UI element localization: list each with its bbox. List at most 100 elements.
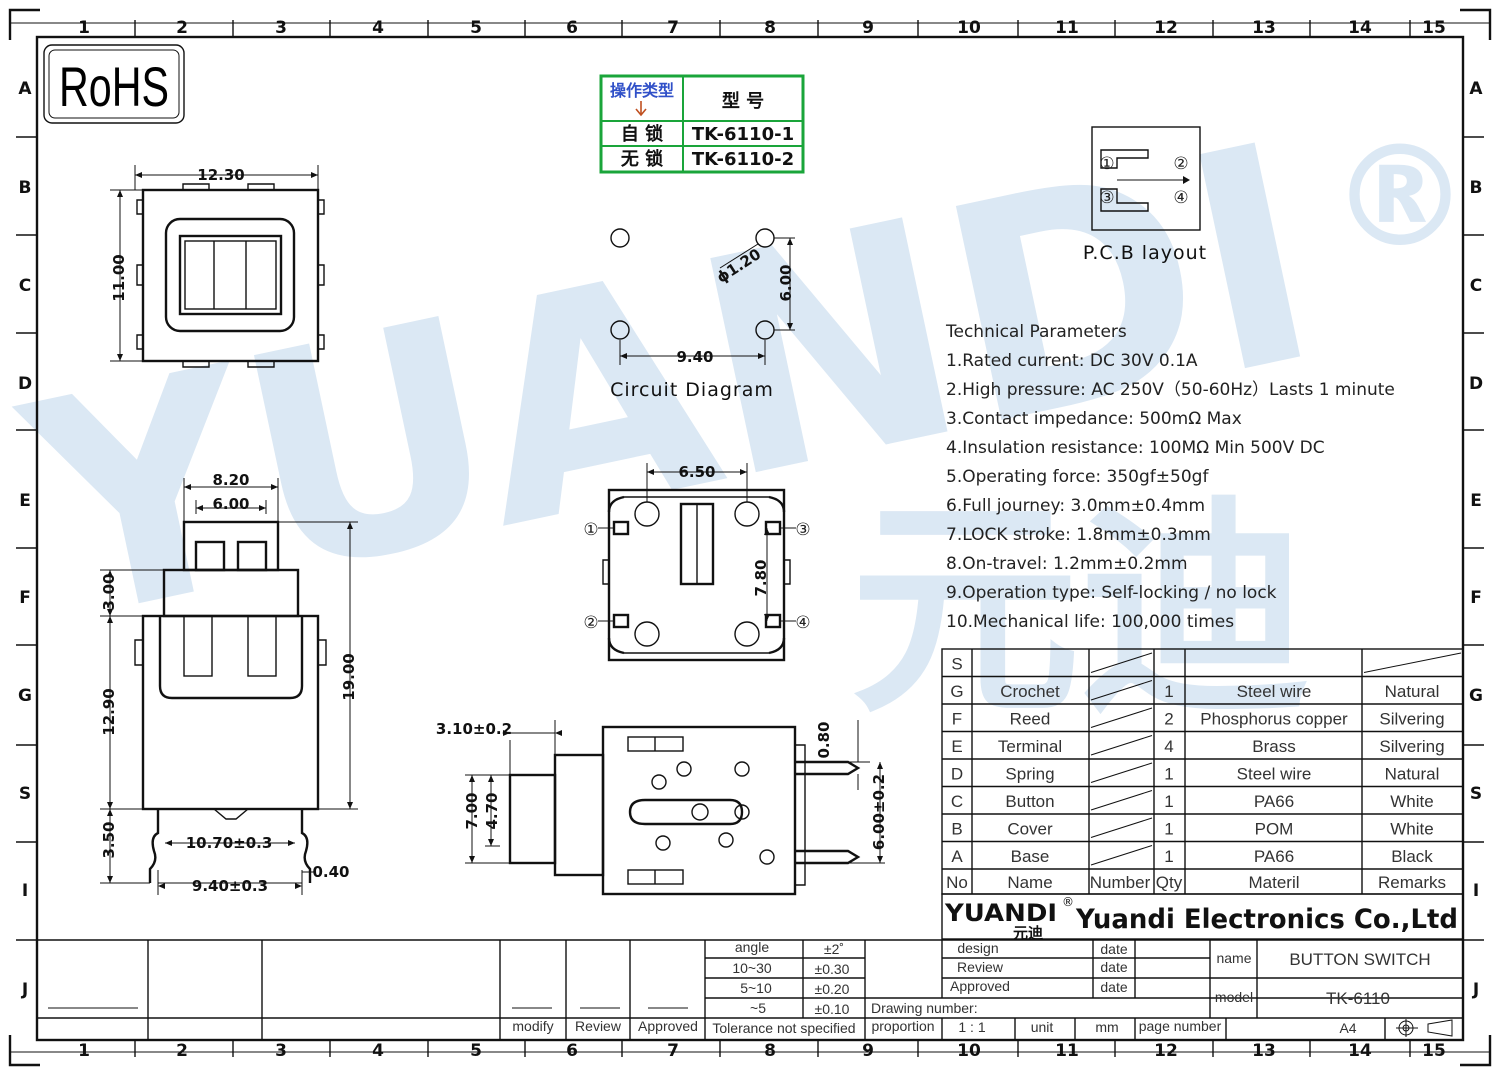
bom-qty: 1 <box>1164 765 1173 784</box>
grid-col-top: 8 <box>764 18 776 38</box>
bom-remarks: Black <box>1391 847 1433 866</box>
brand-logo: YUANDI <box>944 899 1057 927</box>
grid-col-bottom: 1 <box>78 1041 90 1061</box>
grid-col-top: 4 <box>372 18 384 38</box>
bottom-pin-1: ① <box>583 520 598 540</box>
bom-header-number: Number <box>1090 873 1151 892</box>
side-view: 8.20 6.00 3.00 12.90 19.00 3.50 10.70±0.… <box>100 471 358 895</box>
bom-name: Base <box>1011 847 1050 866</box>
bom-qty: 1 <box>1164 792 1173 811</box>
approved-label-2: Approved <box>638 1018 698 1034</box>
tech-item: 6.Full journey: 3.0mm±0.4mm <box>946 496 1205 516</box>
bottom-pin-3: ③ <box>795 520 810 540</box>
bom-remarks: Natural <box>1385 765 1440 784</box>
bom-material: Phosphorus copper <box>1200 710 1348 729</box>
grid-row-left: F <box>19 588 31 608</box>
bom-no: D <box>951 765 963 784</box>
bom-remarks: Silvering <box>1379 710 1444 729</box>
approved-label: Approved <box>950 978 1010 994</box>
bom-name: Cover <box>1007 820 1053 839</box>
bom-qty: 4 <box>1164 737 1173 756</box>
grid-col-bottom: 13 <box>1252 1041 1276 1061</box>
rohs-text: RoHS <box>59 55 169 118</box>
rohs-logo: RoHS <box>43 44 185 124</box>
grid-row-right: D <box>1469 374 1483 394</box>
drawing-number-label: Drawing number: <box>871 1000 978 1016</box>
grid-col-bottom: 5 <box>470 1041 482 1061</box>
profile-stroke-dim: 3.10±0.2 <box>436 720 512 738</box>
side-htop-dim: 3.00 <box>100 573 118 610</box>
tech-item: 3.Contact impedance: 500mΩ Max <box>946 409 1242 429</box>
bom-no: A <box>951 847 963 866</box>
bom-material: POM <box>1255 820 1294 839</box>
grid-row-left: D <box>18 374 32 394</box>
name-value: BUTTON SWITCH <box>1289 950 1430 969</box>
tech-item: 10.Mechanical life: 100,000 times <box>946 612 1234 632</box>
grid-col-bottom: 14 <box>1348 1041 1372 1061</box>
bom-qty: 2 <box>1164 710 1173 729</box>
grid-col-top: 10 <box>957 18 981 38</box>
tol-r3-v: ±0.10 <box>815 1001 850 1017</box>
type-table: 操作类型 型 号 自 锁 TK-6110-1 无 锁 TK-6110-2 <box>599 74 805 174</box>
page-number-label: page number <box>1139 1018 1222 1034</box>
name-label: name <box>1216 950 1251 966</box>
grid-col-top: 15 <box>1422 18 1446 38</box>
tech-item: 1.Rated current: DC 30V 0.1A <box>946 351 1198 371</box>
grid-row-right: J <box>1472 980 1479 1000</box>
side-w1-dim: 8.20 <box>212 471 249 489</box>
tol-r3: ~5 <box>750 1000 766 1016</box>
tol-r2: 5~10 <box>740 980 772 996</box>
grid-col-bottom: 9 <box>862 1041 874 1061</box>
grid-col-top: 14 <box>1348 18 1372 38</box>
pcb-label: P.C.B layout <box>1083 242 1207 264</box>
tol-angle-v: ±2˚ <box>824 941 844 957</box>
bom-name: Crochet <box>1000 682 1060 701</box>
grid-col-top: 1 <box>78 18 90 38</box>
title-block: angle ±2˚ 10~30 ±0.30 5~10 ±0.20 ~5 ±0.1… <box>37 939 1463 1040</box>
grid-col-top: 7 <box>667 18 679 38</box>
grid-col-top: 11 <box>1055 18 1079 38</box>
side-w2-dim: 6.00 <box>212 495 249 513</box>
grid-row-left: S <box>19 784 31 804</box>
bom-material: Brass <box>1252 737 1295 756</box>
type-header: 操作类型 <box>610 81 674 100</box>
bom-qty: 1 <box>1164 820 1173 839</box>
bom-header-no: No <box>946 873 968 892</box>
tol-note: Tolerance not specified <box>712 1020 855 1036</box>
profile-view: 3.10±0.2 7.00 4.70 0.80 6.00±0.2 <box>436 720 888 896</box>
bom-material: PA66 <box>1254 847 1294 866</box>
bom-name: Terminal <box>998 737 1062 756</box>
sheet-size: A4 <box>1339 1020 1356 1036</box>
bom-header-remarks: Remarks <box>1378 873 1446 892</box>
grid-row-left: G <box>18 686 32 706</box>
sheet-frame <box>8 8 1492 1067</box>
grid-col-bottom: 7 <box>667 1041 679 1061</box>
pcb-pin-3: ③ <box>1099 188 1114 208</box>
grid-col-top: 2 <box>176 18 188 38</box>
model-row-1: TK-6110-1 <box>692 124 794 145</box>
bom-remarks: Silvering <box>1379 737 1444 756</box>
grid-row-right: I <box>1473 881 1479 901</box>
bom-name: Spring <box>1005 765 1054 784</box>
review-label: Review <box>957 959 1004 975</box>
bom-remarks: Natural <box>1385 682 1440 701</box>
unit-value: mm <box>1095 1019 1118 1035</box>
side-htotal-dim: 19.00 <box>340 653 358 700</box>
pcb-layout: ① ② ③ ④ P.C.B layout <box>1083 126 1207 264</box>
top-height-dim: 11.00 <box>110 254 128 301</box>
grid-row-left: B <box>19 178 32 198</box>
projection-symbol-icon <box>1396 1019 1453 1037</box>
circuit-label: Circuit Diagram <box>610 379 774 401</box>
grid-col-bottom: 8 <box>764 1041 776 1061</box>
grid-col-bottom: 3 <box>275 1041 287 1061</box>
profile-h1-dim: 7.00 <box>463 792 481 829</box>
tol-angle: angle <box>735 939 769 955</box>
tol-r2-v: ±0.20 <box>815 981 850 997</box>
grid-col-bottom: 6 <box>566 1041 578 1061</box>
grid-row-right: E <box>1470 491 1482 511</box>
review-label-2: Review <box>575 1018 622 1034</box>
tech-item: 9.Operation type: Self-locking / no lock <box>946 583 1277 603</box>
side-leg-dim: 0.40 <box>312 863 349 881</box>
side-span-dim: 10.70±0.3 <box>186 834 273 852</box>
